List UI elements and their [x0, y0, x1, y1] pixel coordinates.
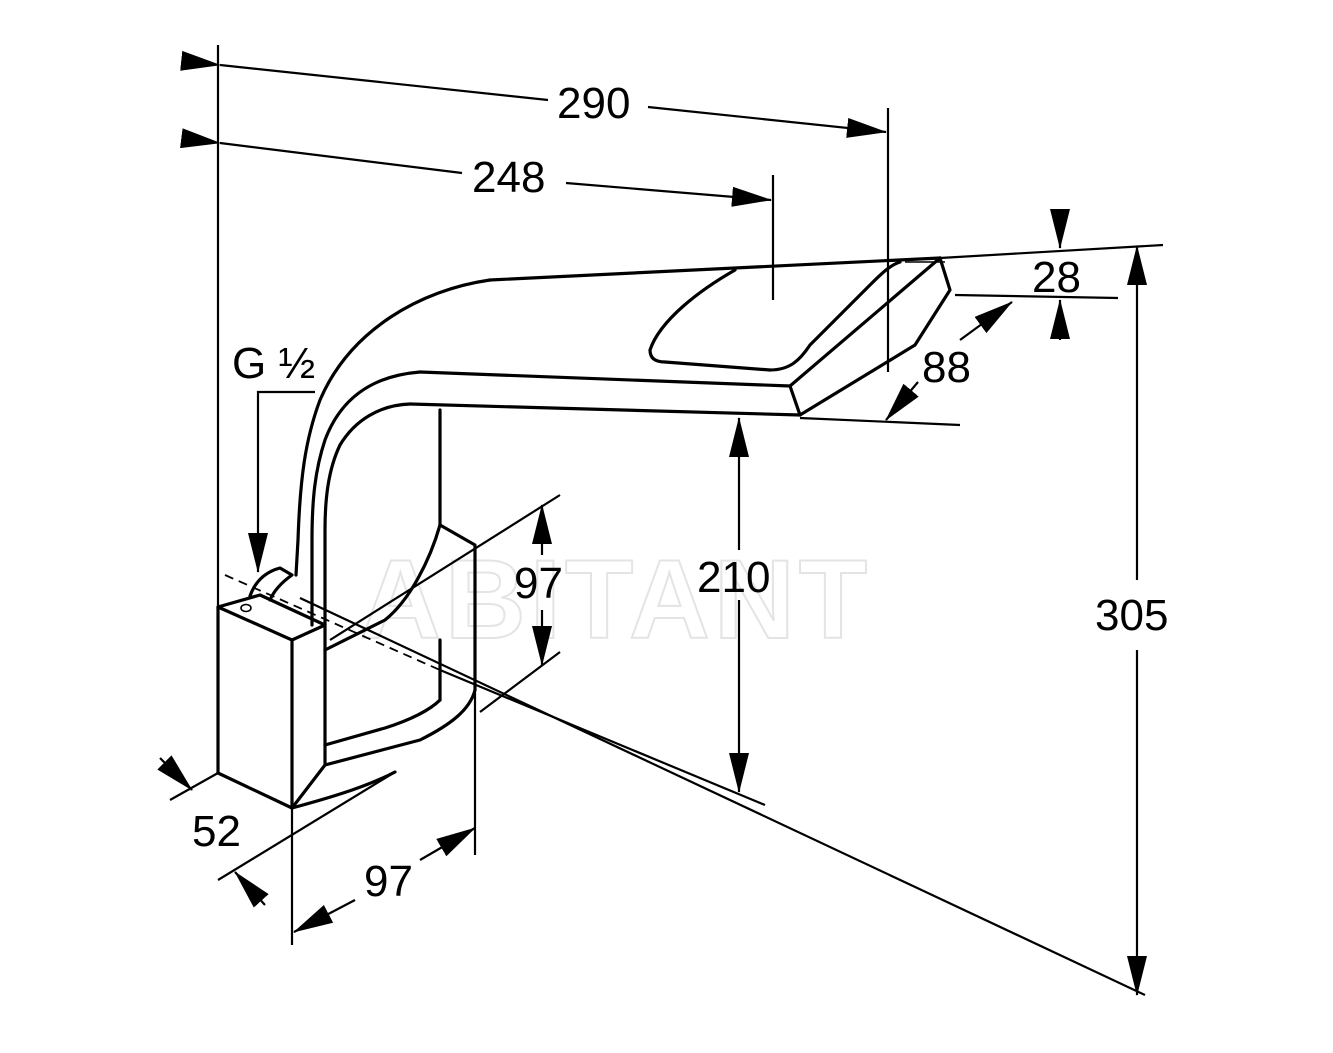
dimension-base-height: 97 — [514, 504, 563, 666]
dimension-overall-height: 305 — [1095, 245, 1168, 996]
dim-248-label: 248 — [472, 153, 545, 202]
thread-label: G ½ — [232, 339, 315, 388]
dim-97-height-label: 97 — [514, 559, 563, 608]
dim-88-label: 88 — [922, 343, 971, 392]
construction-lines — [169, 45, 1164, 996]
dim-210-label: 210 — [697, 553, 770, 602]
dim-28-label: 28 — [1032, 253, 1081, 302]
dim-97-depth-label: 97 — [364, 857, 413, 906]
dim-52-label: 52 — [192, 807, 241, 856]
dimension-base-depth: 97 — [293, 827, 476, 933]
dimension-clearance-height: 210 — [697, 417, 770, 793]
dimension-base-width: 52 — [157, 755, 269, 908]
dim-290-label: 290 — [557, 79, 630, 128]
dim-305-label: 305 — [1095, 591, 1168, 640]
dimension-spout-width: 88 — [885, 301, 1013, 421]
dimension-outlet-length: 248 — [180, 128, 772, 207]
thread-callout: G ½ — [232, 339, 315, 573]
watermark-text: ABITANT — [360, 537, 871, 662]
dimension-overall-length: 290 — [180, 50, 887, 138]
dimension-spout-thickness: 28 — [1032, 209, 1081, 340]
faucet-outline — [216, 256, 952, 810]
